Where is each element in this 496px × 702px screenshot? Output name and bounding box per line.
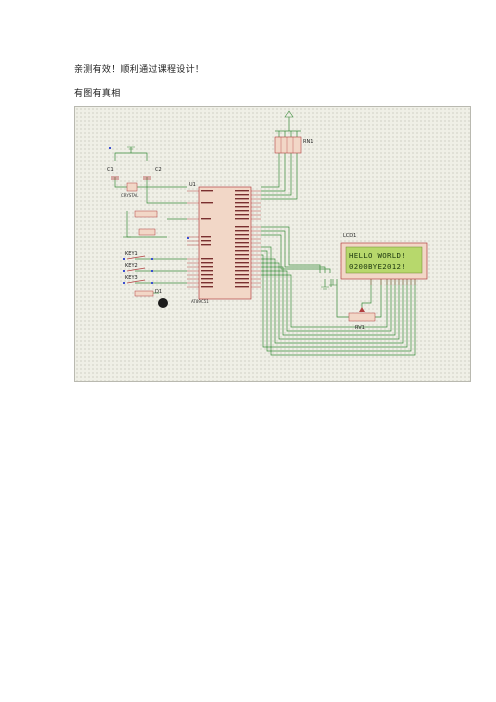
crystal-label: CRYSTAL	[121, 193, 139, 198]
c1-label: C1	[107, 167, 114, 173]
u1-model: AT89C51	[191, 299, 209, 304]
oscillator-section: C1 C2 CRYSTAL	[107, 146, 162, 198]
circuit-schematic-screenshot: RN1 U1 AT89C51	[74, 106, 471, 382]
lcd-module: LCD1 HELLO WORLD! 0200BYE2012!	[340, 233, 428, 285]
led-d1: D1	[134, 289, 168, 308]
caption-tested: 亲测有效！顺利通过课程设计！	[74, 65, 205, 75]
lcd-row-2: 0200BYE2012!	[349, 262, 406, 271]
schematic-canvas: RN1 U1 AT89C51	[107, 110, 428, 356]
c2-label: C2	[155, 167, 162, 173]
key-buttons: KEY1 KEY2 KEY3	[109, 147, 189, 284]
rv1-label: RV1	[355, 325, 365, 331]
caption-proof: 有图有真相	[74, 89, 121, 99]
key1-label: KEY1	[125, 251, 138, 257]
wire-group	[114, 117, 416, 356]
mcu-u1: U1 AT89C51	[187, 182, 261, 304]
potentiometer-rv1: RV1	[348, 307, 376, 331]
rn1-label: RN1	[303, 139, 313, 145]
key3-label: KEY3	[125, 275, 138, 281]
key2-label: KEY2	[125, 263, 138, 269]
lcd-label: LCD1	[343, 233, 356, 239]
u1-label: U1	[189, 182, 196, 188]
resistor-network-rn1: RN1	[274, 110, 313, 154]
d1-label: D1	[155, 289, 162, 295]
ground-symbols	[321, 279, 337, 290]
reset-circuit	[123, 210, 158, 238]
lcd-row-1: HELLO WORLD!	[349, 251, 406, 260]
